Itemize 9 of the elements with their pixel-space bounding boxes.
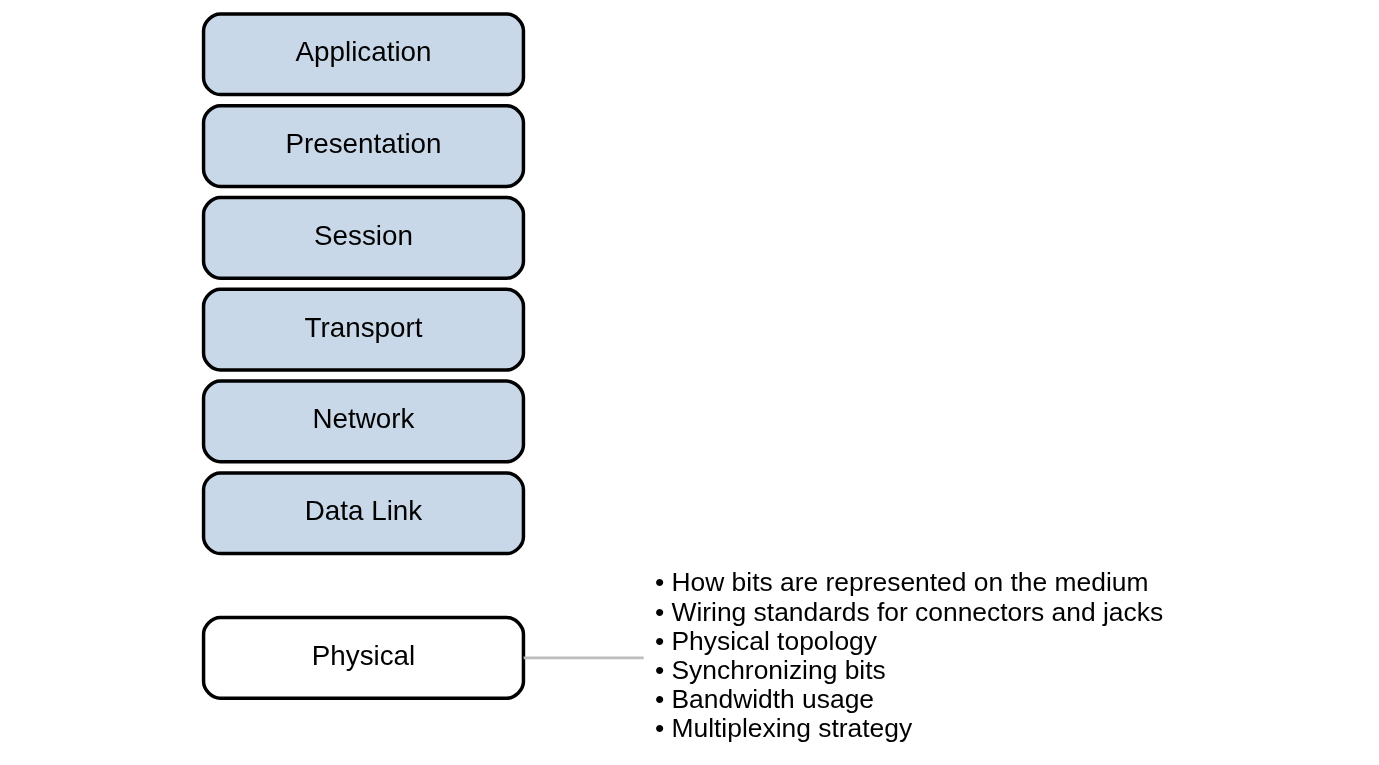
node-box: Session [201,195,525,280]
node-box: Application [201,12,525,97]
connector [523,656,644,660]
node-box: Presentation [201,104,525,189]
node-box: Network [201,379,525,464]
node-box: Transport [201,287,525,372]
node-text: • How bits are represented on the medium • Wiring standards for connectors and jacks • Physical topology • Synchronizing bits • Bandwidth usage • Multiplexing strategy [654,567,1163,744]
node-box: Data Link [201,471,525,556]
node-box: Physical [201,615,525,700]
